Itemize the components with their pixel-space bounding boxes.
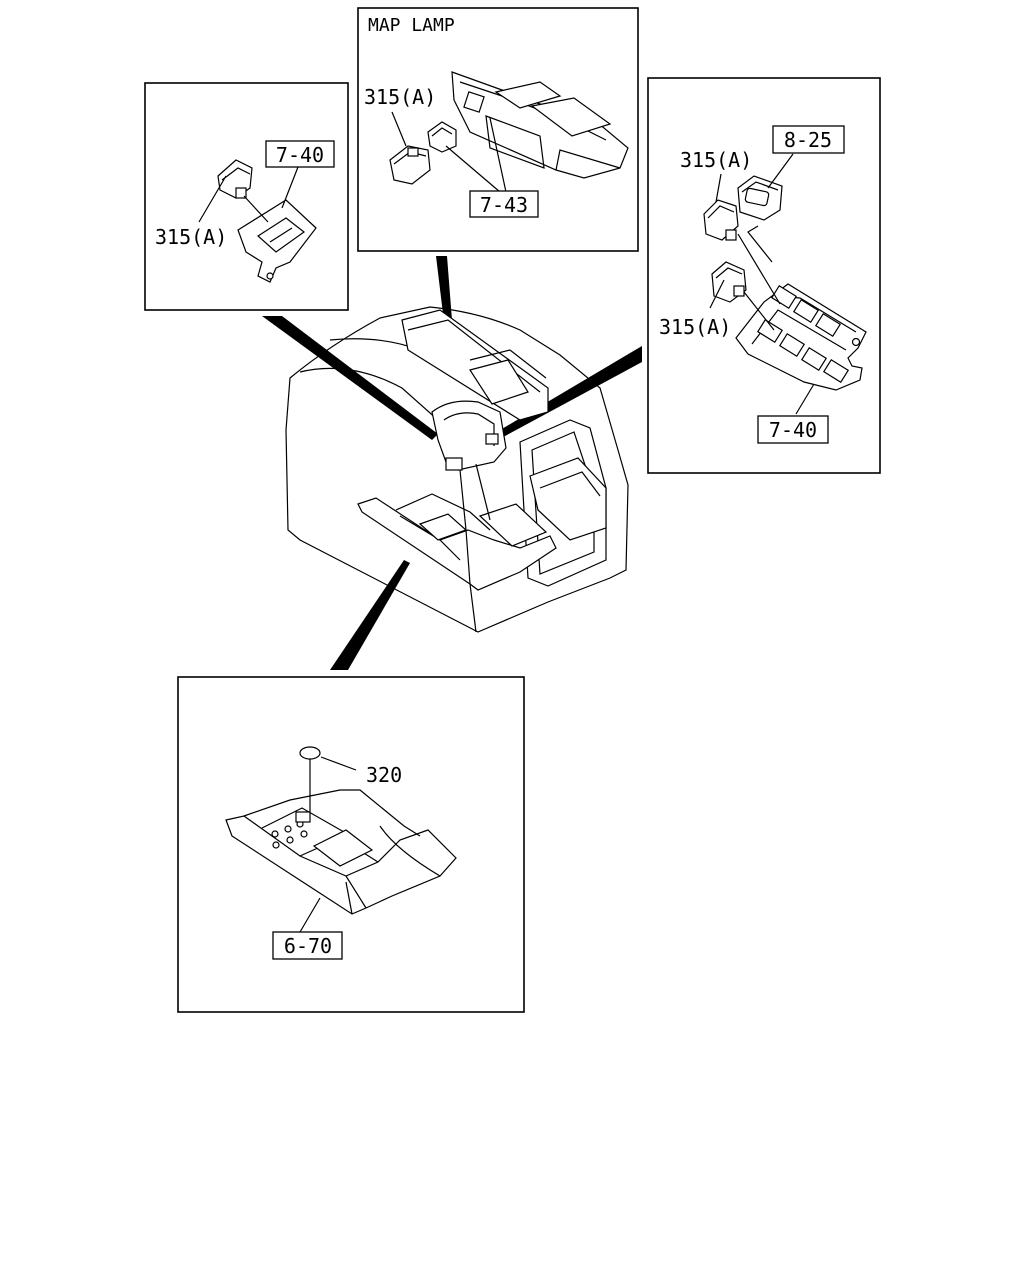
- ref-label-7-40-topleft: 7-40: [276, 143, 324, 167]
- part-label-315a-right-upper: 315(A): [680, 148, 752, 172]
- part-label-315a-top: 315(A): [364, 85, 436, 109]
- floor-panel-icon: [225, 789, 457, 915]
- ref-box-8-25: [772, 125, 845, 154]
- map-lamp-housing-icon: [451, 71, 629, 179]
- relay-icon: [389, 145, 431, 185]
- detail-box-bottom: 6-70 320: [177, 676, 525, 1013]
- detail-box-topleft: 7-40 315(A): [144, 82, 349, 311]
- relay-icon: [217, 159, 253, 199]
- part-label-315a-topleft: 315(A): [155, 225, 227, 249]
- part-label-315a-right-lower: 315(A): [659, 315, 731, 339]
- wedge-bottom: [330, 560, 410, 670]
- flasher-unit-icon: [737, 175, 783, 221]
- ref-box-7-43: [469, 190, 539, 218]
- ref-label-6-70: 6-70: [284, 934, 332, 958]
- ref-label-7-40-right: 7-40: [769, 418, 817, 442]
- relay-bracket-icon: [735, 283, 867, 391]
- wedge-topleft: [262, 316, 438, 440]
- relay-icon: [703, 199, 739, 241]
- detail-box-right: 8-25: [647, 77, 881, 474]
- ref-label-8-25: 8-25: [784, 128, 832, 152]
- ref-box-6-70: [272, 931, 343, 960]
- ref-label-7-43: 7-43: [480, 193, 528, 217]
- detail-box-map-lamp: MAP LAMP 7-43 315(A): [357, 7, 639, 252]
- map-lamp-title: MAP LAMP: [368, 15, 455, 36]
- vehicle-cabin: [285, 306, 629, 633]
- ref-box-7-40-right: [757, 415, 829, 444]
- part-label-320: 320: [366, 763, 402, 787]
- socket-icon: [427, 121, 457, 153]
- ref-box-7-40-topleft: [265, 140, 335, 168]
- relay-icon: [711, 261, 747, 303]
- plug-grommet-icon: [299, 746, 321, 760]
- detail-frame-right: [647, 77, 881, 474]
- bracket-plate-icon: [237, 199, 317, 283]
